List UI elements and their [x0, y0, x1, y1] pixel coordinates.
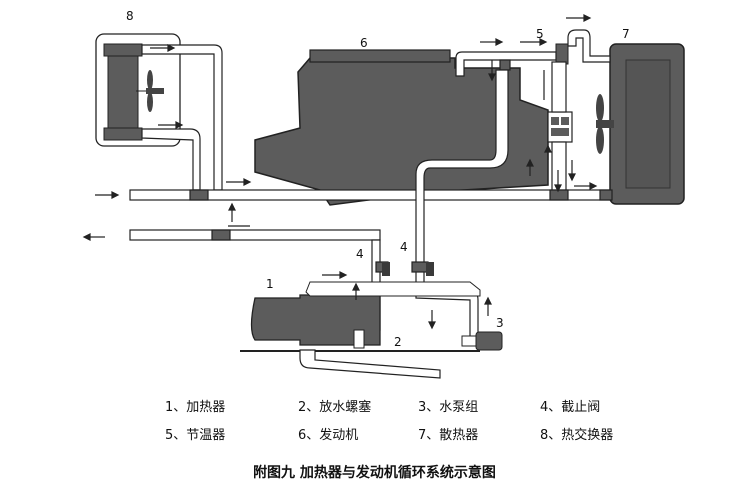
main-pipes: [129, 189, 613, 241]
heat-exchanger: [95, 33, 181, 147]
heat-exchanger-pipes: [141, 44, 223, 191]
legend-item-heater: 1、加热器: [165, 400, 226, 415]
fan-icon: [146, 70, 164, 112]
label-stop-valve-right: 4: [400, 240, 408, 254]
label-drain-screw: 2: [394, 335, 402, 349]
label-radiator: 7: [622, 27, 630, 41]
stop-valve-left: [382, 262, 390, 276]
label-heat-exchanger: 8: [126, 9, 134, 23]
circulation-diagram: 8 6 5 7 1 4 4 2 3: [82, 9, 685, 379]
figure-caption: 附图九 加热器与发动机循环系统示意图: [253, 465, 496, 481]
legend-item-engine: 6、发动机: [298, 428, 359, 443]
flow-arrows: [82, 14, 598, 330]
water-pump: [461, 331, 503, 351]
label-stop-valve-left: 4: [356, 247, 364, 261]
label-heater: 1: [266, 277, 274, 291]
label-engine: 6: [360, 36, 368, 50]
radiator: [596, 43, 685, 205]
drain-screw: [299, 349, 441, 379]
fan-icon: [596, 94, 614, 154]
legend-item-thermostat: 5、节温器: [165, 428, 226, 443]
legend-item-stop-valve: 4、截止阀: [540, 400, 601, 415]
label-water-pump: 3: [496, 316, 504, 330]
legend-item-water-pump: 3、水泵组: [418, 400, 479, 415]
engine-top-pipes: [455, 29, 611, 193]
label-thermostat: 5: [536, 27, 544, 41]
stop-valve-right: [426, 262, 434, 276]
legend-row-2: 5、节温器 6、发动机 7、散热器 8、热交换器: [0, 426, 749, 446]
legend-row-1: 1、加热器 2、放水螺塞 3、水泵组 4、截止阀: [0, 398, 749, 418]
legend-item-drain-screw: 2、放水螺塞: [298, 400, 372, 415]
heater: [240, 281, 481, 352]
legend-item-radiator: 7、散热器: [418, 428, 479, 443]
legend-item-heat-exchanger: 8、热交换器: [540, 428, 614, 443]
